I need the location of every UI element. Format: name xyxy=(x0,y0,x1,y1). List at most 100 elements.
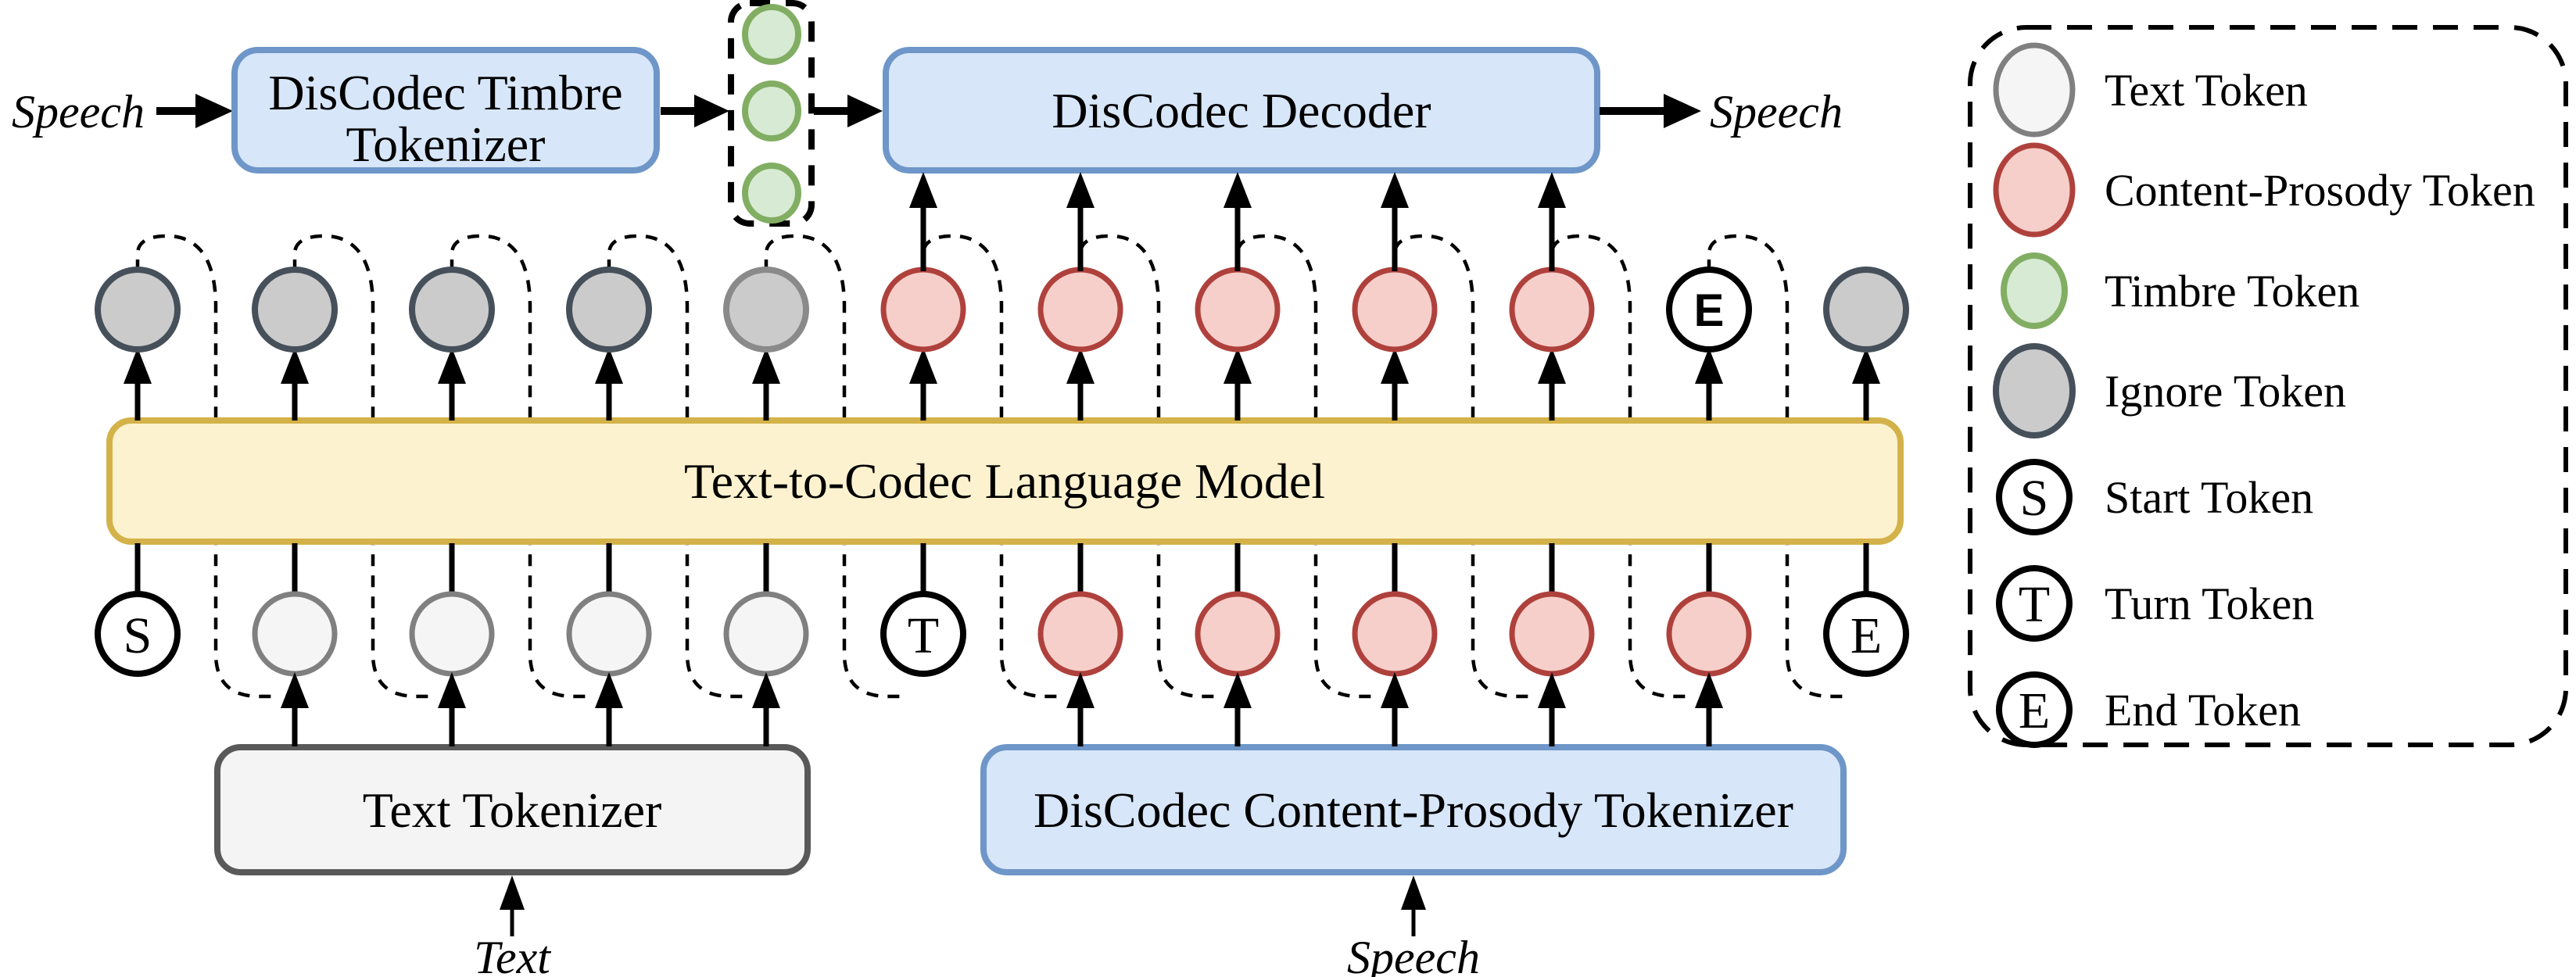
timbre-tokenizer-label-line2: Tokenizer xyxy=(346,116,546,172)
s-token-swatch-letter: S xyxy=(2020,470,2049,527)
speech-output-right-label: Speech xyxy=(1710,86,1843,138)
input-s-token-letter: S xyxy=(124,607,152,664)
legend-item-label: Turn Token xyxy=(2105,578,2314,629)
input-text-token-circle xyxy=(409,591,495,677)
feedback-dashed-connector xyxy=(1707,234,1847,699)
input-t-token-circle xyxy=(880,591,966,677)
tokenizer-output-arrow-head xyxy=(595,672,623,708)
lm-output-arrow-head xyxy=(281,348,309,384)
input-content-token-circle xyxy=(1666,591,1752,677)
tokenizer-output-arrow-head xyxy=(1224,672,1252,708)
output-content-token-circle xyxy=(1352,267,1438,353)
legend-item: Timbre Token xyxy=(2001,252,2359,329)
language-model-label: Text-to-Codec Language Model xyxy=(684,453,1325,509)
lm-output-arrow-head xyxy=(1224,348,1252,384)
feedback-dashed-connector xyxy=(292,234,432,699)
output-ignore-light-token-circle xyxy=(723,267,809,353)
feedback-dashed-connector xyxy=(764,234,904,699)
legend-item: E End Token xyxy=(1996,671,2301,748)
text-input-arrow-head xyxy=(500,875,525,910)
lm-output-arrow-head xyxy=(752,348,780,384)
output-ignore-token-circle xyxy=(409,267,495,353)
decoder-label: DisCodec Decoder xyxy=(1052,83,1431,138)
legend-item-label: Timbre Token xyxy=(2105,266,2359,317)
legend-item-label: End Token xyxy=(2105,685,2301,735)
lm-output-arrow-head xyxy=(1066,348,1095,384)
token-to-decoder-arrow-head xyxy=(1066,172,1095,208)
token-to-decoder-arrow-head xyxy=(1381,172,1409,208)
tokenizer-output-arrow-head xyxy=(752,672,780,708)
input-s-token-circle xyxy=(95,591,181,677)
input-content-token-circle xyxy=(1352,591,1438,677)
input-content-token-circle xyxy=(1037,591,1123,677)
token-to-decoder-arrow-head xyxy=(909,172,937,208)
output-ignore-token-circle xyxy=(566,267,652,353)
text-input-bottom-label: Text xyxy=(474,932,551,977)
language-model-box-group: Text-to-Codec Language Model xyxy=(106,417,1904,545)
content-prosody-tokenizer-label: DisCodec Content-Prosody Tokenizer xyxy=(1034,782,1793,838)
input-content-token-circle xyxy=(1195,591,1281,677)
feedback-dashed-connector xyxy=(135,234,275,699)
lm-output-arrow-head xyxy=(438,348,466,384)
text-tokenizer-box xyxy=(214,744,811,875)
speech-to-timbre-arrow-head xyxy=(195,94,233,128)
legend-item-label: Ignore Token xyxy=(2105,366,2346,417)
lm-output-arrow-head xyxy=(1381,348,1409,384)
speech-input-left-label: Speech xyxy=(12,86,145,138)
output-ignore-token-circle xyxy=(95,267,181,353)
feedback-dashed-connector xyxy=(1235,234,1375,699)
timbre-token-swatch xyxy=(2001,252,2068,329)
tokenizer-output-arrow-head xyxy=(438,672,466,708)
tokenizer-output-arrow-head xyxy=(1381,672,1409,708)
t-token-swatch-letter: T xyxy=(2019,576,2050,633)
output-content-token-circle xyxy=(1037,267,1123,353)
timbre-tokens-frame xyxy=(728,0,815,227)
feedback-connectors xyxy=(135,234,1847,699)
output-content-token-circle xyxy=(880,267,966,353)
lm-output-arrow-head xyxy=(1695,348,1723,384)
legend-item: Ignore Token xyxy=(1993,343,2346,438)
lm-output-arrow-head xyxy=(1538,348,1566,384)
input-e-token-circle xyxy=(1823,591,1909,677)
legend-item-label: Text Token xyxy=(2105,65,2308,116)
content-token-swatch xyxy=(1993,142,2076,238)
static-layer: Speech DisCodec Timbre Tokenizer DisCode… xyxy=(12,0,1847,977)
timbre-token-circle xyxy=(742,4,801,65)
timbre-tokenizer-box xyxy=(231,47,660,174)
ignore-token-swatch xyxy=(1993,343,2076,438)
output-content-token-circle xyxy=(1509,267,1595,353)
token-to-decoder-arrow-head xyxy=(1224,172,1252,208)
feedback-dashed-connector xyxy=(1078,234,1218,699)
feedback-dashed-connector xyxy=(921,234,1061,699)
e-token-swatch-letter: E xyxy=(2019,682,2050,739)
feedback-dashed-connector xyxy=(450,234,589,699)
decoder-box xyxy=(883,47,1600,174)
text-tokenizer-label: Text Tokenizer xyxy=(363,782,662,838)
t-token-swatch xyxy=(1996,565,2073,642)
lm-output-arrow-head xyxy=(909,348,937,384)
tokenizer-output-arrow-head xyxy=(281,672,309,708)
legend-frame xyxy=(1968,25,2568,747)
legend-item: Content-Prosody Token xyxy=(1993,142,2535,238)
timbre-to-tokens-arrow-head xyxy=(694,95,729,127)
speech-input-bottom-label: Speech xyxy=(1347,932,1480,977)
output-content-token-circle xyxy=(1195,267,1281,353)
content-prosody-tokenizer-box xyxy=(980,744,1847,875)
input-text-token-circle xyxy=(723,591,809,677)
language-model-box xyxy=(106,417,1904,545)
token-to-decoder-arrow-head xyxy=(1538,172,1566,208)
timbre-token-circle xyxy=(742,163,801,224)
tokens-to-decoder-arrow-head xyxy=(847,95,883,127)
output-ignore-token-circle xyxy=(252,267,338,353)
feedback-dashed-connector xyxy=(607,234,747,699)
input-text-token-circle xyxy=(566,591,652,677)
e-token-swatch xyxy=(1996,671,2073,748)
output-e-token-letter: E xyxy=(1694,285,1725,336)
output-e-token-circle xyxy=(1666,267,1752,353)
timbre-tokens-group xyxy=(742,4,801,224)
